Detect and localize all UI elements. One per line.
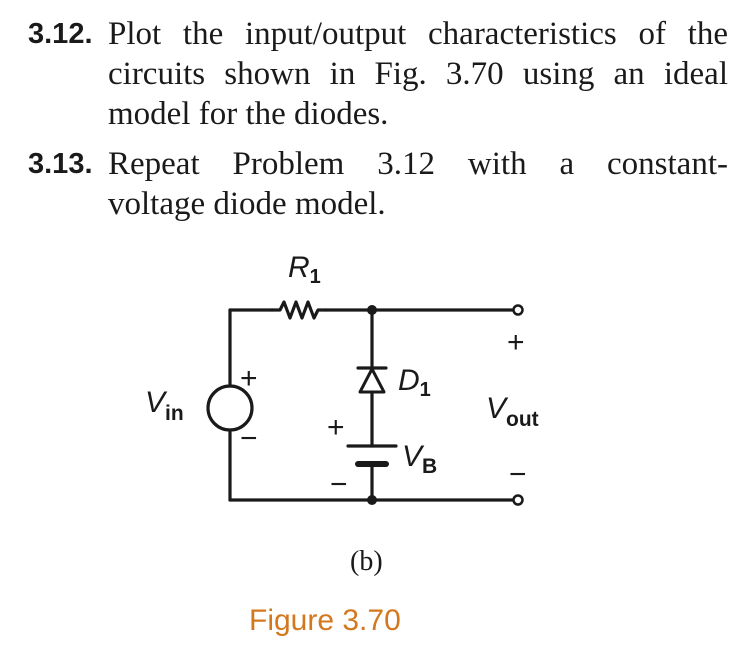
source-label-sub: in — [165, 402, 184, 425]
output-terminal-bottom — [512, 494, 524, 506]
output-minus-sign: − — [509, 458, 527, 491]
junction-dot — [367, 495, 377, 505]
source-label: Vin — [145, 386, 184, 425]
diode-label-sub: 1 — [420, 379, 431, 401]
problem-line: circuits shown in Fig. 3.70 using an ide… — [108, 56, 728, 92]
problem-3-13: 3.13. Repeat Problem 3.12 with a constan… — [28, 144, 728, 234]
voltage-source — [206, 384, 254, 432]
problem-line: Repeat Problem 3.12 with a constant- — [108, 146, 728, 182]
resistor-label: R1 — [288, 251, 321, 288]
output-plus-sign: + — [507, 326, 525, 359]
problem-line: voltage diode model. — [108, 186, 386, 222]
problem-line: model for the diodes. — [108, 96, 389, 132]
battery-plus-sign: + — [327, 411, 345, 444]
figure-caption: Figure 3.70 — [249, 604, 401, 637]
diode-label: D1 — [398, 364, 431, 401]
junction-dot — [367, 305, 377, 315]
problem-number: 3.12. — [28, 18, 93, 50]
problem-3-12: 3.12. Plot the input/output characterist… — [28, 14, 728, 144]
output-terminal-top — [512, 304, 524, 316]
battery-label: VB — [402, 440, 437, 478]
battery-minus-sign: − — [330, 468, 348, 501]
output-label-sub: out — [506, 408, 539, 431]
battery-label-sub: B — [422, 455, 437, 478]
problem-text: Plot the input/output characteristics of… — [108, 14, 728, 134]
problem-line: Plot the input/output characteristics of… — [108, 16, 728, 52]
output-label: Vout — [486, 392, 539, 431]
problem-text: Repeat Problem 3.12 with a constant- vol… — [108, 144, 728, 224]
source-minus-sign: − — [240, 422, 258, 455]
resistor-label-sub: 1 — [310, 266, 321, 288]
diode-triangle — [358, 367, 386, 394]
source-plus-sign: + — [240, 362, 258, 395]
subfigure-label: (b) — [350, 546, 383, 577]
problem-number: 3.13. — [28, 148, 93, 180]
resistor-zigzag — [270, 300, 328, 320]
